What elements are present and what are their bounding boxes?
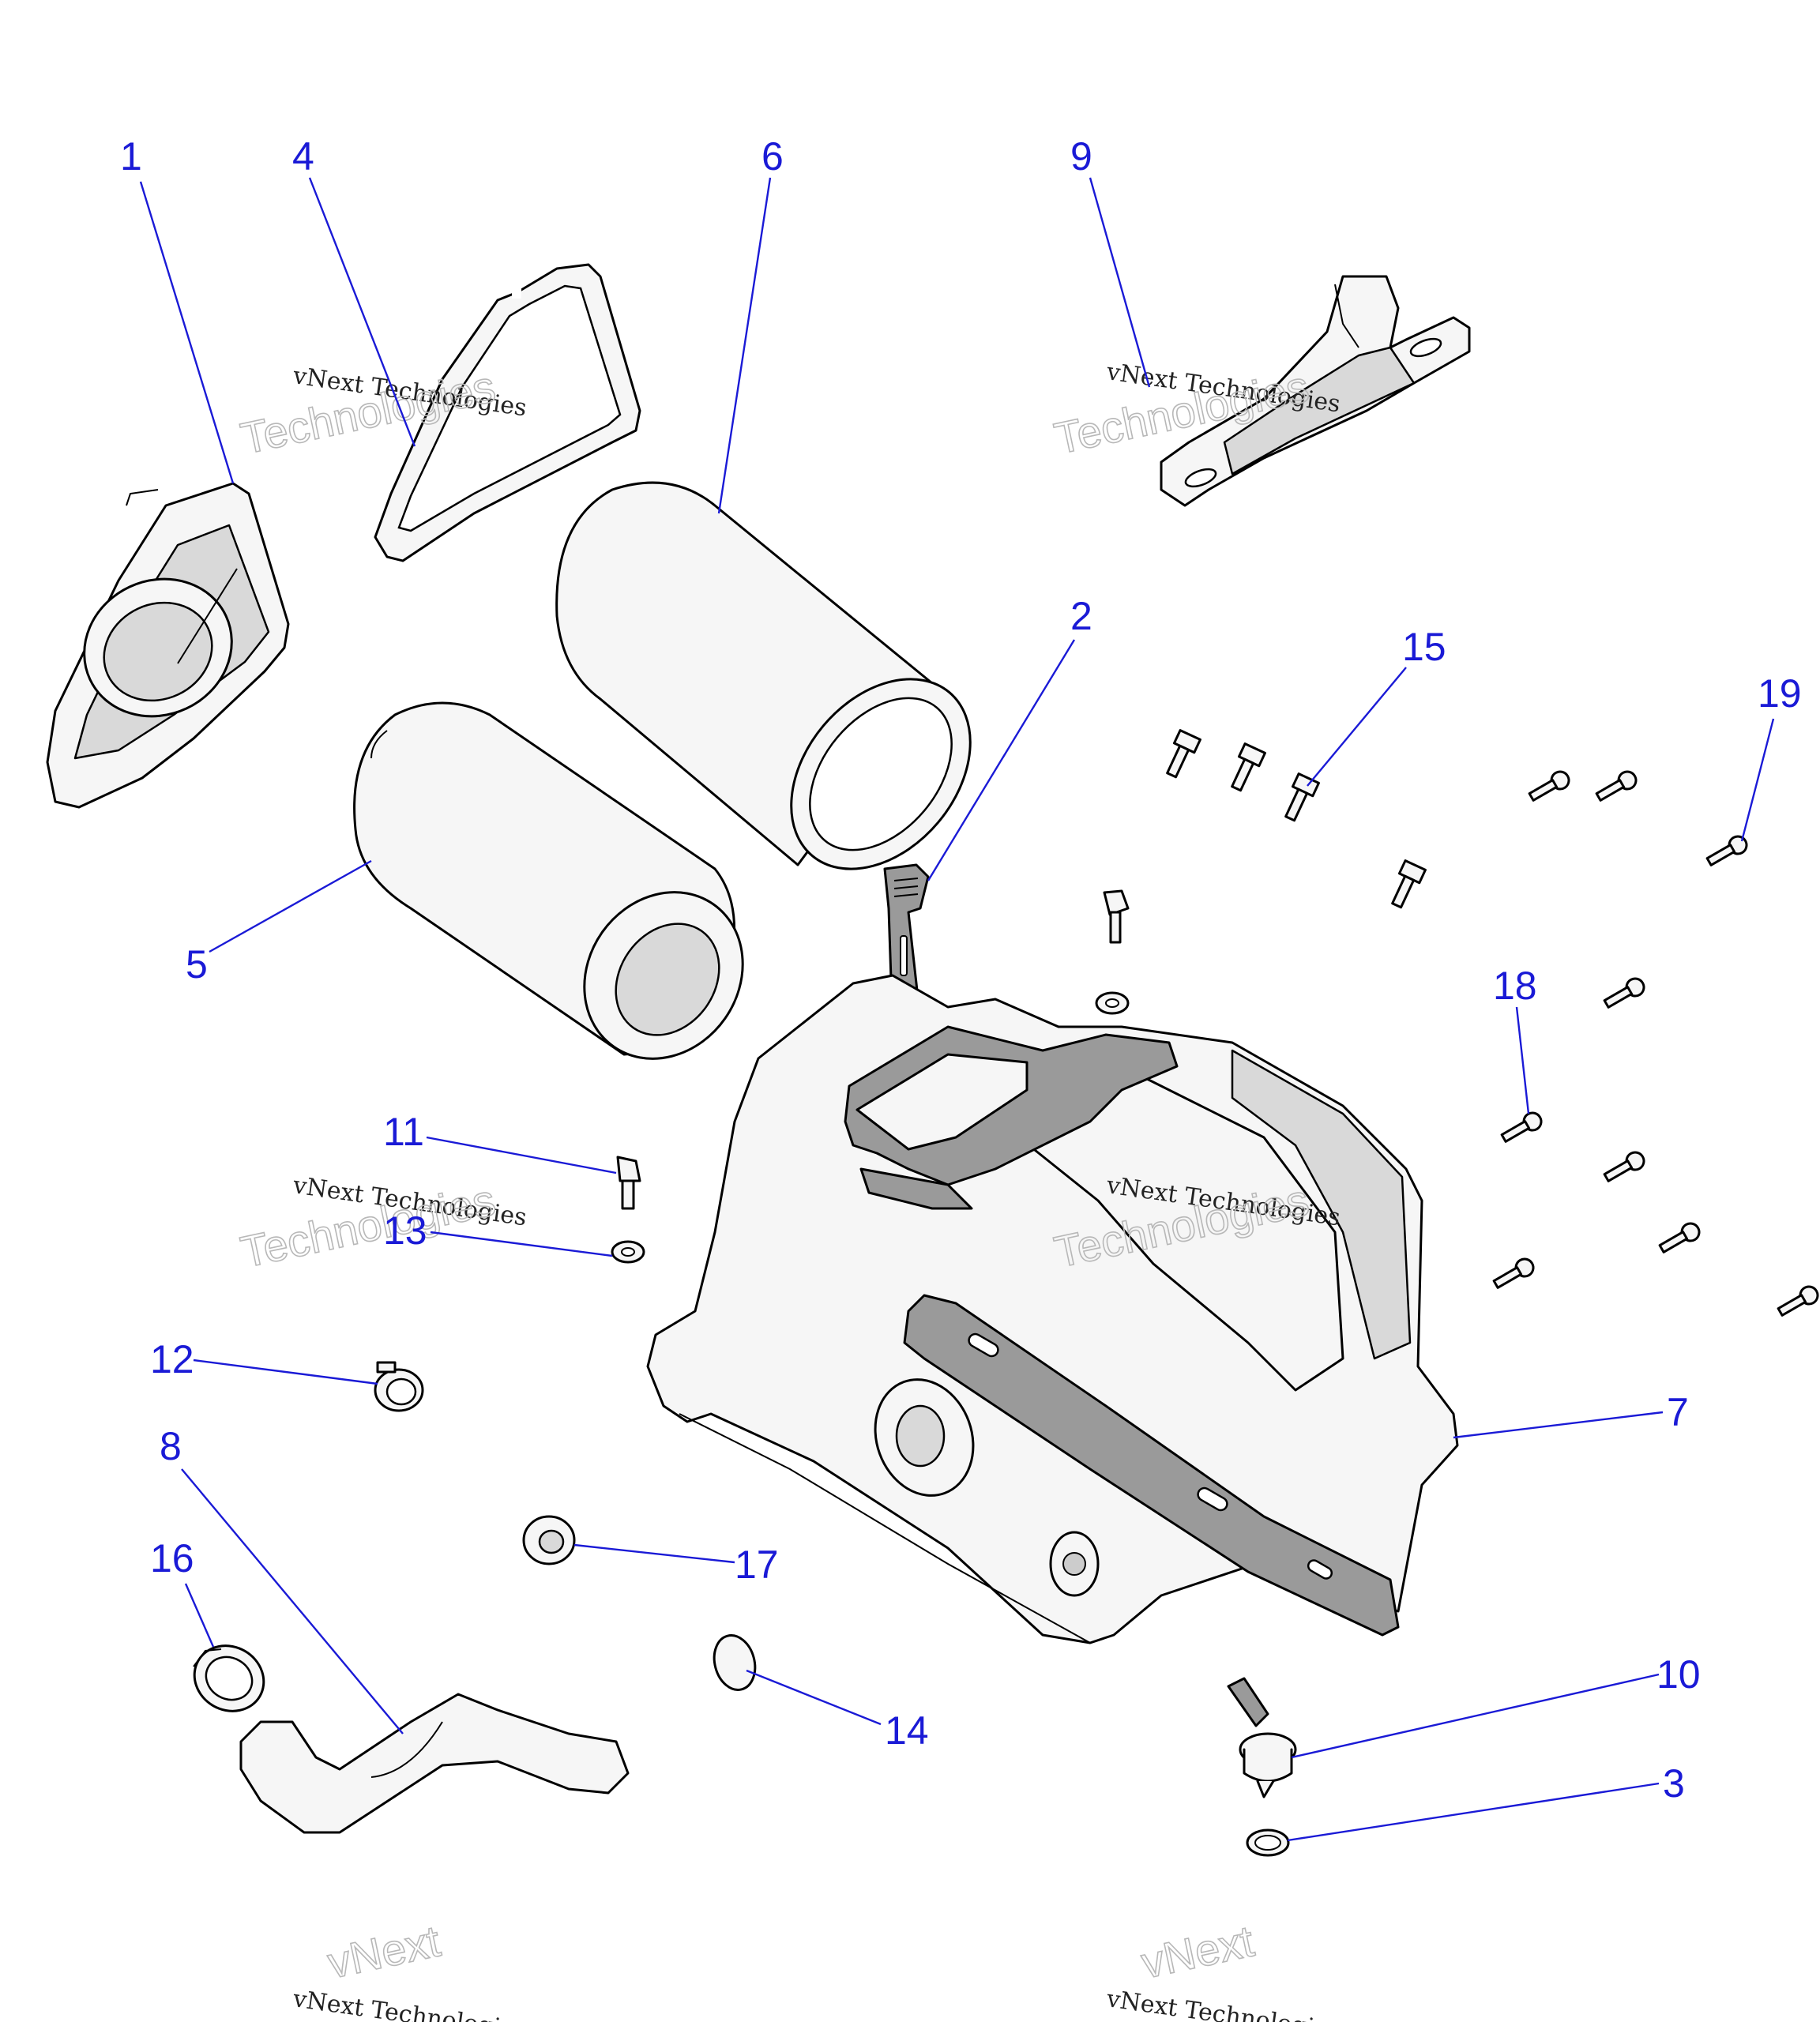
part-5-inner-filter [353,701,744,1060]
leader-6 [717,177,772,514]
callout-9: 9 [1070,134,1092,179]
part-1-intake-adapter [46,482,290,809]
leader-3 [1287,1782,1660,1842]
watermark-small-text: vNext Technologies [1104,1985,1342,2022]
callout-5: 5 [186,942,208,987]
leader-2 [927,639,1076,881]
leader-7 [1453,1411,1664,1439]
leader-17 [573,1543,735,1564]
callout-10: 10 [1656,1652,1701,1697]
leader-4 [308,177,416,447]
leader-19 [1740,718,1775,842]
part-4-gasket [374,263,641,562]
callout-3: 3 [1663,1761,1685,1806]
callout-15: 15 [1402,625,1446,669]
callout-leaders [139,177,1775,1842]
callout-13: 13 [383,1208,427,1253]
leader-5 [209,859,372,953]
watermark-big-text: vNext [1137,1915,1258,1987]
part-14-plug [713,1634,757,1691]
leader-11 [426,1136,617,1174]
part-17-grommet [522,1515,576,1565]
leader-8 [181,1468,404,1734]
leader-9 [1089,177,1151,388]
callout-2: 2 [1070,594,1092,638]
part-15-bolts [1166,729,1427,909]
leader-14 [746,1669,882,1726]
callout-12: 12 [150,1337,194,1381]
leader-1 [139,181,235,484]
part-12-clamp [374,1361,424,1412]
watermark-bottom-right-big: vNext [1137,1915,1259,1988]
callout-19: 19 [1758,671,1802,716]
leader-13 [430,1231,613,1257]
part-11-bolt [616,1156,641,1210]
part-3-o-ring [1246,1828,1290,1857]
watermark-bottom-right: vNext Technologies [1104,1985,1342,2022]
watermark-big-text: vNext [323,1915,445,1987]
part-16-clamp [193,1644,265,1712]
leader-12 [193,1359,378,1385]
leader-15 [1307,667,1407,787]
leader-18 [1515,1006,1530,1114]
callout-14: 14 [885,1708,929,1753]
part-9-bracket [1160,275,1471,507]
callout-8: 8 [160,1424,182,1468]
watermark-small-text: vNext Technologies [291,1985,528,2022]
part-18-19-screws [1492,770,1819,1317]
leader-10 [1291,1673,1660,1759]
part-10-valve [1227,1677,1297,1798]
callout-1: 1 [120,134,142,179]
callout-17: 17 [735,1543,779,1587]
part-6-outer-filter [555,481,972,870]
callout-18: 18 [1493,964,1537,1008]
callout-6: 6 [761,134,784,179]
part-8-hose [239,1693,630,1834]
bolt-top-center [1103,889,1130,944]
callout-4: 4 [292,134,314,179]
watermark-bottom-left-big: vNext [323,1915,446,1988]
leader-16 [184,1583,215,1648]
part-13-washer [611,1240,645,1264]
callout-11: 11 [383,1110,424,1154]
callout-labels: 1 2 3 4 5 6 7 8 9 10 11 12 13 14 15 16 1… [120,134,1802,1806]
part-7-airbox-housing [646,974,1459,1644]
callout-7: 7 [1667,1390,1689,1434]
washer-top [1095,991,1130,1015]
watermark-bottom-left: vNext Technologies [291,1985,528,2022]
callout-16: 16 [150,1536,194,1580]
